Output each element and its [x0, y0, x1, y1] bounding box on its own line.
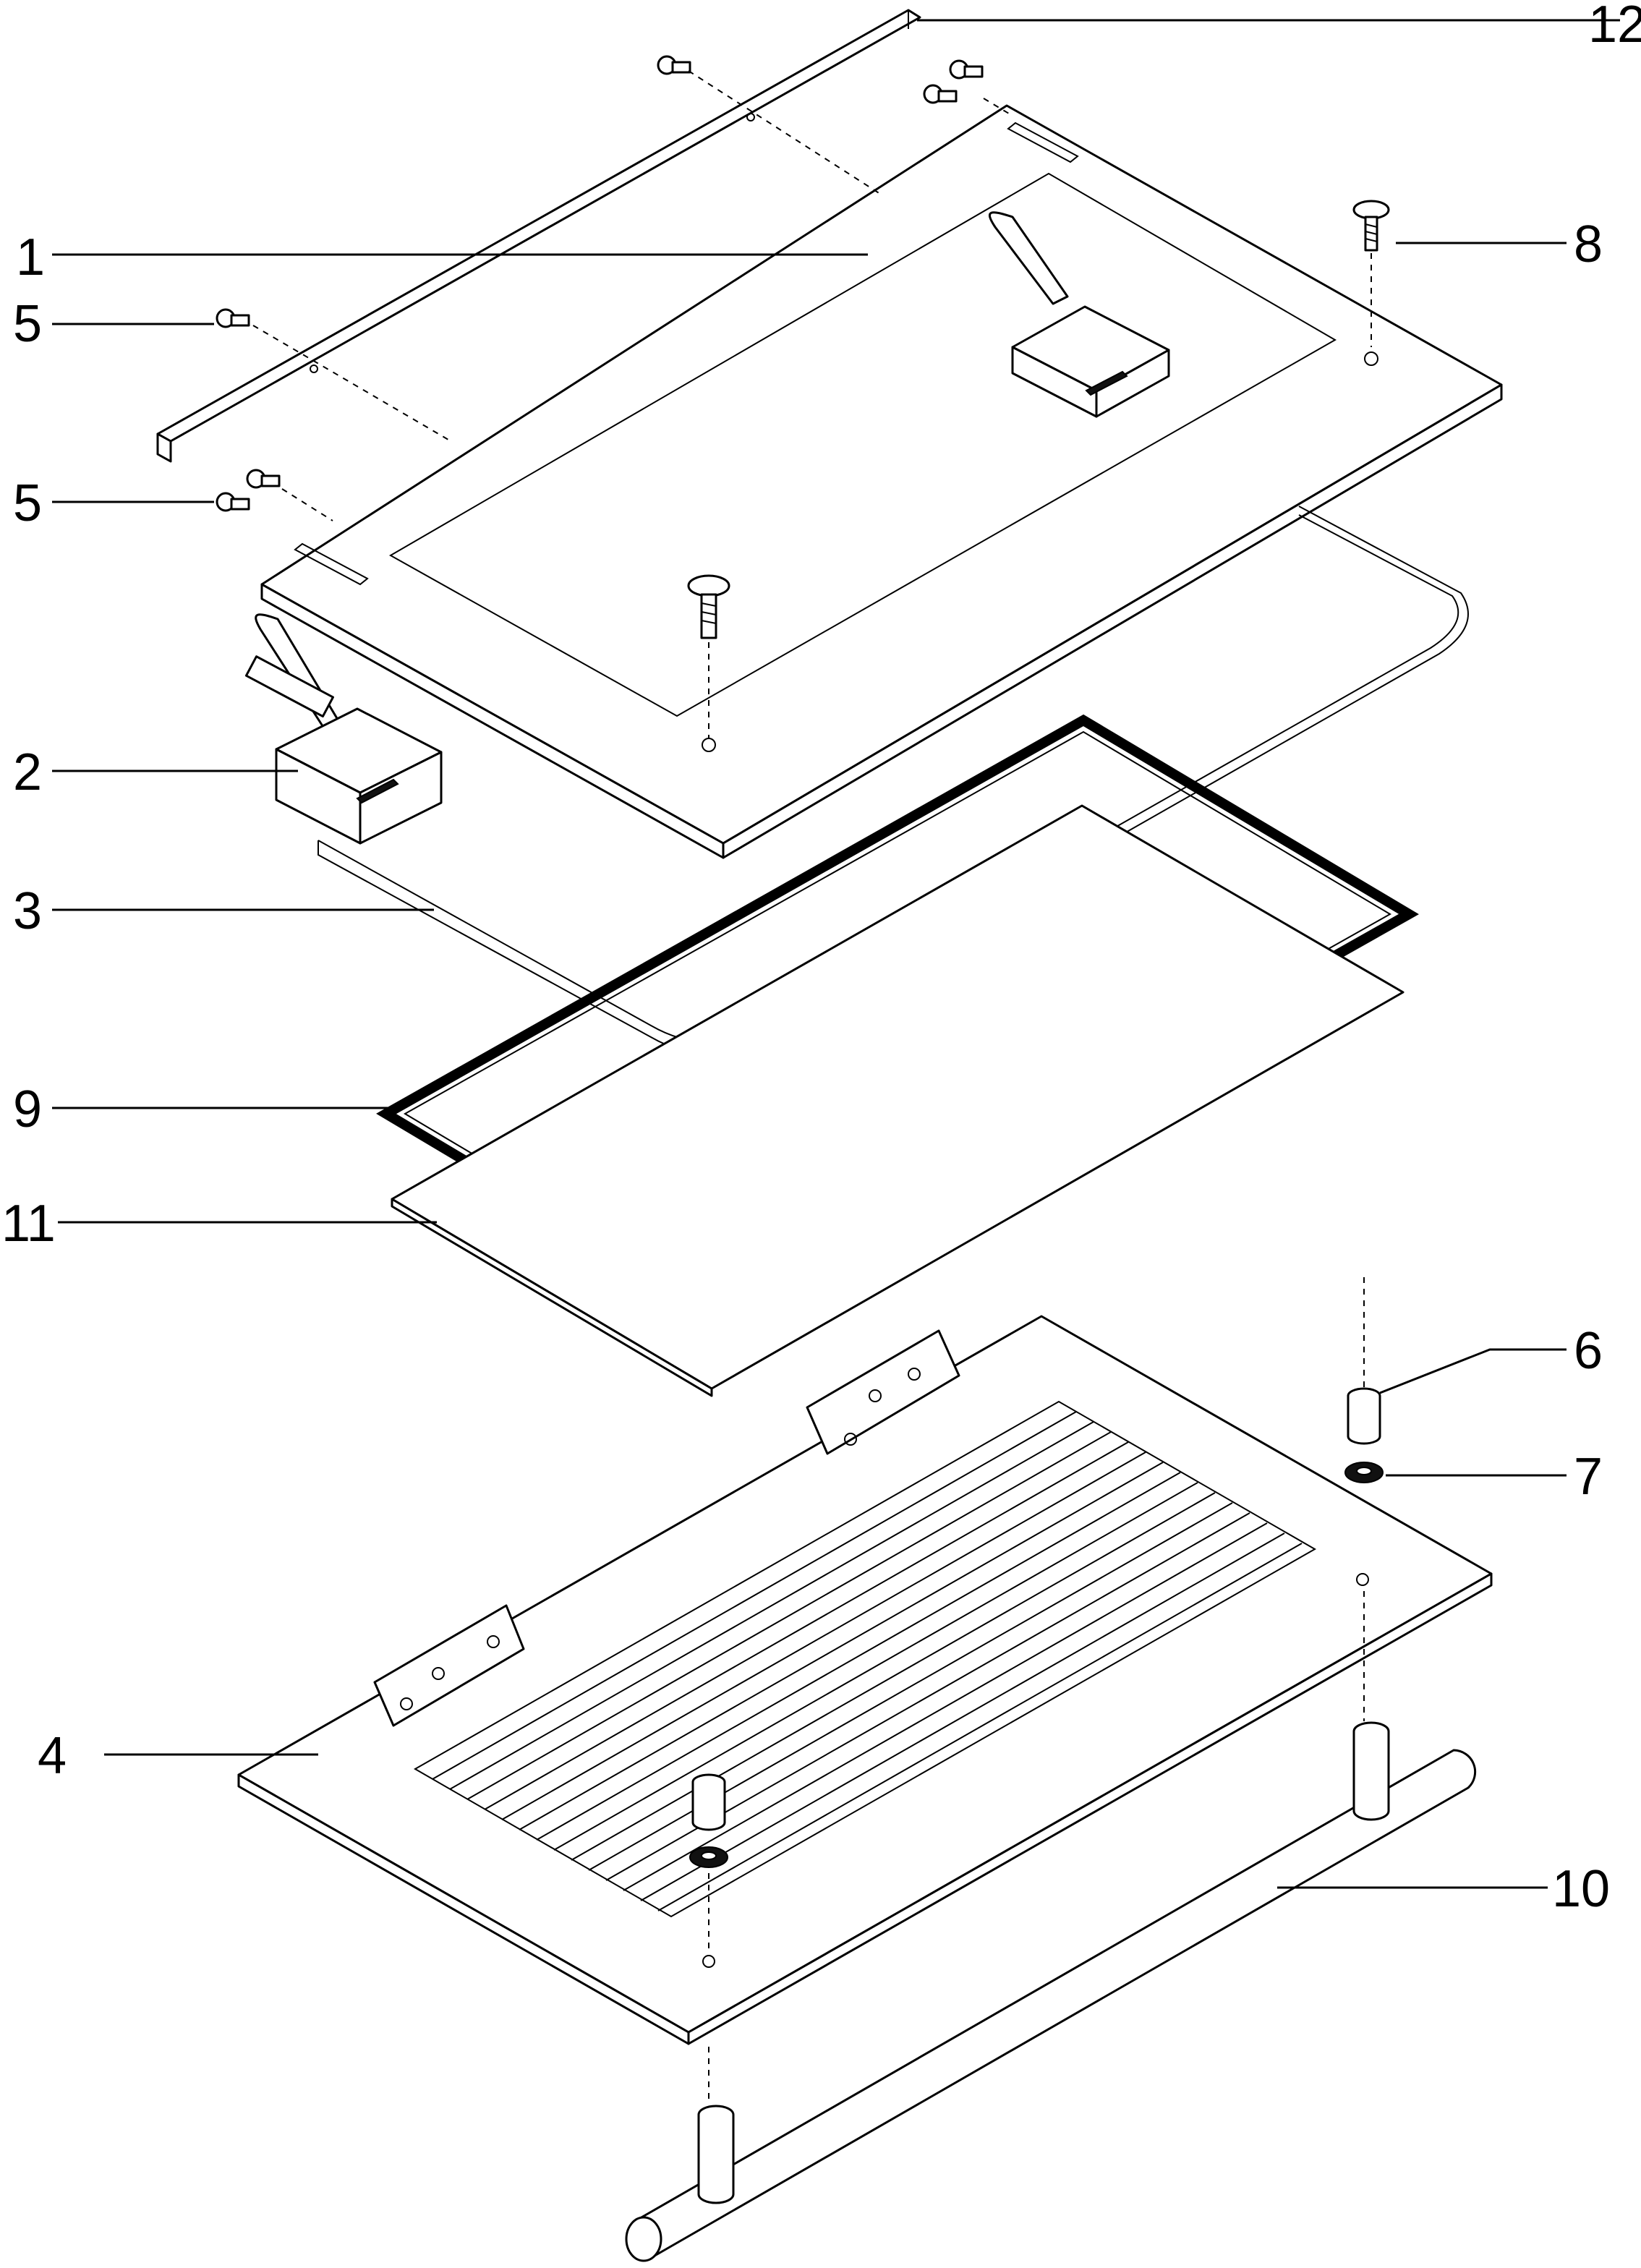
spacers-washers	[689, 1387, 1384, 1868]
callout-9: 9	[13, 1080, 42, 1138]
slots	[432, 1411, 1303, 1911]
screw-panel-center	[687, 574, 730, 639]
spacer-center	[691, 1773, 726, 1831]
callout-2: 2	[13, 743, 42, 801]
part-2-hinge	[244, 613, 443, 845]
part-11-glass	[391, 804, 1405, 1397]
handle-post-left	[697, 2105, 735, 2204]
callout-6: 6	[1574, 1322, 1603, 1380]
part-10-handle	[625, 1721, 1477, 2262]
washer-center	[689, 1846, 728, 1868]
hinge-on-panel	[988, 211, 1170, 418]
callout-1: 1	[16, 229, 45, 286]
screws-5-group	[216, 55, 984, 512]
callout-5-lower: 5	[13, 474, 42, 532]
callout-12: 12	[1588, 0, 1641, 54]
callout-10: 10	[1552, 1860, 1610, 1918]
part-6-spacer	[1347, 1387, 1381, 1445]
callout-8: 8	[1574, 216, 1603, 273]
callout-labels: 12 1 8 5 5 2 3 9 11 6 7 4 10	[1, 0, 1641, 1918]
callout-3: 3	[13, 882, 42, 940]
part-7-washer	[1344, 1462, 1384, 1483]
callout-7: 7	[1574, 1448, 1603, 1506]
screws-top	[216, 55, 1390, 639]
assembly-lines-top	[252, 70, 1372, 738]
part-4-inner-panel	[237, 1315, 1493, 2045]
part-1-door-panel	[260, 104, 1503, 859]
callout-5-upper: 5	[13, 295, 42, 353]
handle-post-right	[1352, 1721, 1390, 1821]
screw-8	[1352, 200, 1390, 252]
assembly-lines-bottom	[708, 1277, 1365, 2105]
callout-11: 11	[1, 1195, 56, 1253]
callout-4: 4	[38, 1727, 67, 1785]
leader-lines	[52, 19, 1620, 1889]
part-12-rail	[156, 9, 921, 463]
